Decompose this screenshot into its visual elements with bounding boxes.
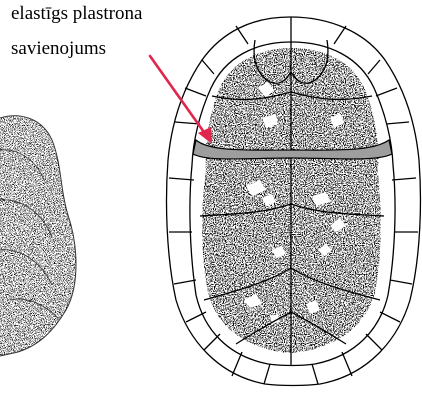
annotation-arrow	[150, 56, 212, 144]
annotation-label-line-2: savienojums	[11, 38, 106, 59]
plastron	[167, 17, 421, 386]
annotation-label-line-1: elastīgs plastrona	[11, 3, 142, 24]
nuchal-scutes	[236, 17, 346, 44]
turtle-side-sketch	[0, 116, 76, 356]
